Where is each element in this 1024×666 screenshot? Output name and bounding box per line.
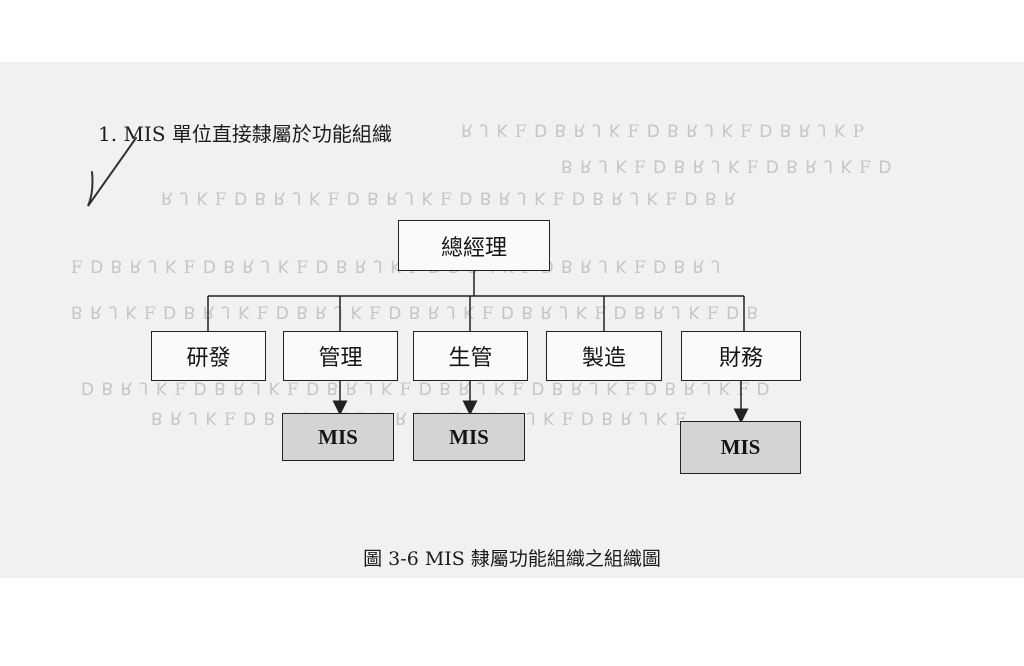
node-mis-under-production-control: MIS xyxy=(413,413,525,461)
checkmark-icon xyxy=(87,137,137,207)
figure-caption: 圖 3-6 MIS 隸屬功能組織之組織圖 xyxy=(363,548,661,570)
node-manufacturing: 製造 xyxy=(546,331,662,381)
node-mis-under-finance: MIS xyxy=(680,421,801,474)
node-management: 管理 xyxy=(283,331,398,381)
node-general-manager: 總經理 xyxy=(398,220,550,271)
node-production-control: 生管 xyxy=(413,331,528,381)
node-finance: 財務 xyxy=(681,331,801,381)
node-mis-under-management: MIS xyxy=(282,413,394,461)
paper-page xyxy=(0,62,1024,578)
node-rd: 研發 xyxy=(151,331,266,381)
section-heading: 1. MIS 單位直接隸屬於功能組織 xyxy=(98,122,392,146)
